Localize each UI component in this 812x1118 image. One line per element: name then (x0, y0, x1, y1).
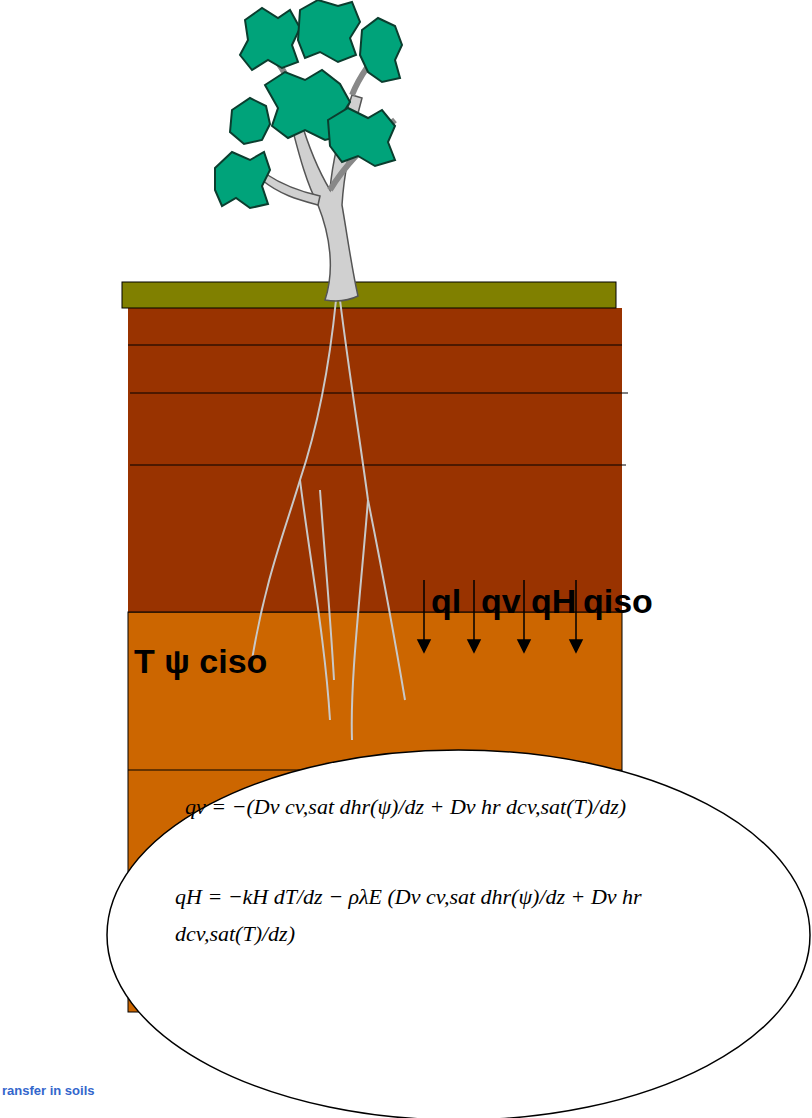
equation-ellipse: qv = −(Dv cv,sat dhr(ψ)/dz + Dv hr dcv,s… (105, 748, 812, 1118)
upper-soil (128, 308, 622, 612)
equation: qv = −(Dv cv,sat dhr(ψ)/dz + Dv hr dcv,s… (185, 788, 725, 825)
ground-surface (122, 282, 616, 308)
layer-line (130, 465, 626, 466)
equation: qH = −kH dT/dz − ρλE (Dv cv,sat dhr(ψ)/d… (175, 878, 715, 953)
tree-leaves (215, 0, 402, 208)
flux-label: ql (431, 582, 461, 621)
flux-arrows (418, 580, 582, 652)
ellipse-shape (107, 750, 810, 1118)
layer-line (130, 393, 628, 394)
variable-symbols: T ψ ciso (134, 642, 267, 681)
flux-label: qv (481, 582, 521, 621)
layer-line (128, 345, 622, 346)
flux-label: qiso (583, 582, 653, 621)
footer-text: ransfer in soils (2, 1083, 94, 1098)
tree-branch (262, 174, 320, 205)
roots (252, 300, 405, 740)
flux-label: qH (531, 582, 576, 621)
